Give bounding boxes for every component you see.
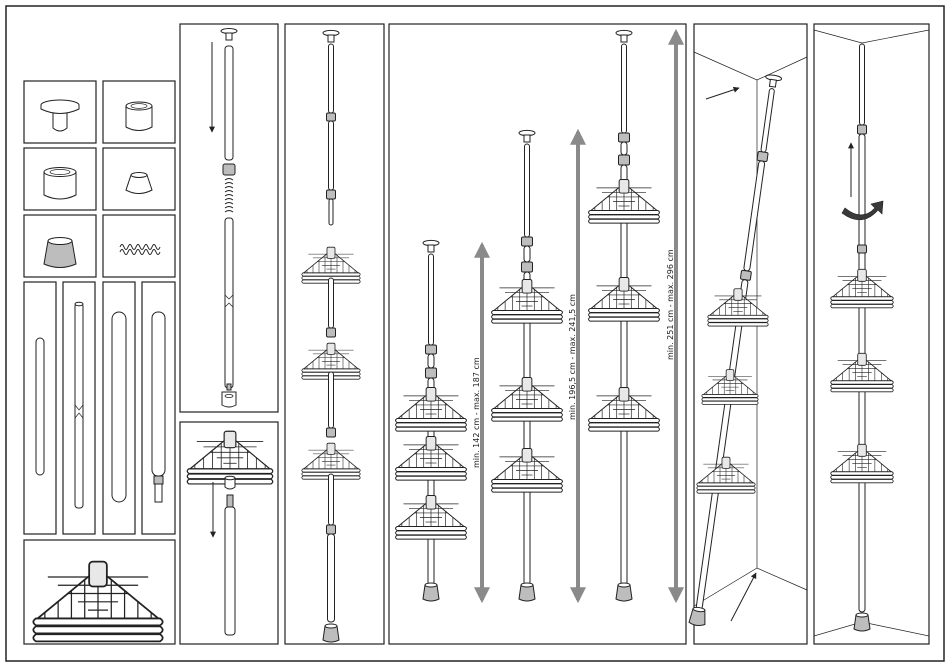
pole-segment	[621, 165, 627, 585]
pole-segment	[860, 44, 865, 125]
pole-segment	[428, 354, 434, 368]
pole-tube-part-short	[36, 338, 44, 475]
step-2-basket-mount	[180, 422, 278, 644]
floor-foot	[689, 606, 707, 626]
floor-foot	[854, 613, 870, 631]
pole-segment	[524, 246, 530, 262]
height-range-medium-label: min. 196,5 cm - max. 241,5 cm	[568, 294, 577, 420]
pole-tube-part-wide	[112, 312, 126, 502]
pole-tube-part-bottom	[152, 312, 165, 502]
pole-segment	[429, 254, 434, 345]
foot-part	[44, 238, 76, 268]
floor-foot	[323, 624, 339, 642]
pole-collar	[327, 113, 336, 121]
pole-segment	[329, 278, 334, 328]
pole-collar	[522, 262, 533, 272]
pole-collar	[327, 428, 336, 437]
parts-inventory	[24, 81, 175, 644]
pole-collar	[327, 525, 336, 534]
pole-segment	[525, 144, 530, 237]
pole-segment	[329, 44, 334, 113]
step-3-exploded-assembly	[285, 24, 384, 644]
pole-collar	[426, 368, 437, 378]
pole-segment	[329, 474, 334, 525]
pole-collar	[619, 133, 630, 142]
pole-segment	[328, 534, 335, 622]
pole-collar	[858, 125, 867, 134]
pole-collar	[740, 270, 751, 280]
step-1-pole-assembly	[180, 24, 278, 412]
pole-segment	[622, 44, 627, 133]
height-range-large-label: min. 251 cm - max. 296 cm	[666, 249, 675, 360]
step-4-corner-install	[689, 24, 807, 644]
sleeve-part	[44, 168, 76, 200]
pole-segment	[329, 121, 334, 190]
floor-foot	[616, 583, 632, 601]
floor-foot	[423, 583, 439, 601]
pole-tube-part-jointed	[75, 302, 83, 508]
step-5-tighten	[814, 24, 929, 644]
pole-collar	[619, 155, 630, 165]
pole-collar	[327, 190, 336, 199]
ring-part	[126, 102, 152, 131]
pole-collar	[426, 345, 437, 354]
size-variants-panel: min. 142 cm - max. 187 cm min. 196,5 cm …	[389, 24, 686, 644]
height-range-small-label: min. 142 cm - max. 187 cm	[472, 357, 481, 468]
floor-foot	[519, 583, 535, 601]
pole-collar	[757, 151, 768, 161]
pole-segment	[329, 199, 333, 225]
pole-segment	[329, 372, 334, 428]
pole-collar	[327, 328, 336, 337]
pole-collar	[522, 237, 533, 246]
pole-collar	[858, 245, 867, 253]
pole-segment	[621, 142, 627, 155]
